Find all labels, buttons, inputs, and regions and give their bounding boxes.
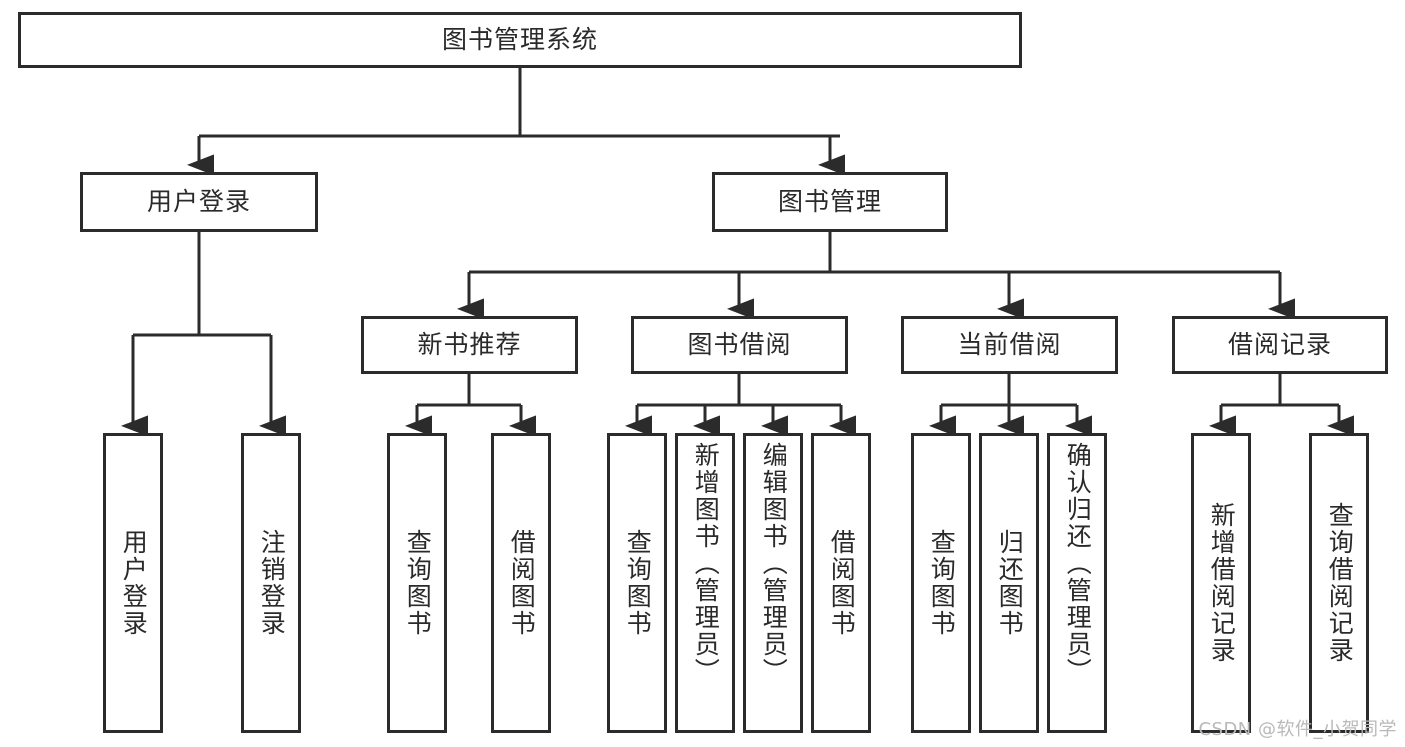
node-leaf-query-record[interactable]: 查询借阅记录: [1309, 433, 1369, 733]
node-user-login[interactable]: 用户登录: [80, 172, 318, 232]
node-leaf-query-book-3[interactable]: 查询图书: [911, 433, 971, 733]
node-root-system[interactable]: 图书管理系统: [18, 12, 1022, 68]
node-leaf-logout-login-label: 注销登录: [257, 529, 287, 637]
node-leaf-confirm-return[interactable]: 确认归还（管理员）: [1047, 433, 1107, 733]
node-leaf-user-login-label: 用户登录: [119, 529, 149, 637]
node-leaf-borrow-book-1[interactable]: 借阅图书: [491, 433, 551, 733]
watermark-text: CSDN @软件_小贺同学: [1198, 719, 1397, 740]
node-current-borrow[interactable]: 当前借阅: [901, 316, 1118, 374]
node-leaf-return-book[interactable]: 归还图书: [979, 433, 1039, 733]
node-book-borrow[interactable]: 图书借阅: [631, 316, 848, 374]
node-leaf-add-record-label: 新增借阅记录: [1207, 502, 1237, 664]
node-leaf-borrow-book-2-label: 借阅图书: [827, 529, 857, 637]
node-book-manage[interactable]: 图书管理: [712, 172, 948, 232]
node-borrow-record[interactable]: 借阅记录: [1172, 316, 1388, 374]
node-leaf-add-book[interactable]: 新增图书（管理员）: [675, 433, 735, 733]
node-leaf-edit-book-label: 编辑图书（管理员）: [759, 442, 789, 685]
node-leaf-logout-login[interactable]: 注销登录: [241, 433, 301, 733]
node-borrow-record-label: 借阅记录: [1227, 329, 1332, 359]
node-book-borrow-label: 图书借阅: [687, 329, 792, 359]
node-leaf-borrow-book-1-label: 借阅图书: [507, 529, 537, 637]
node-leaf-edit-book[interactable]: 编辑图书（管理员）: [743, 433, 803, 733]
node-leaf-confirm-return-label: 确认归还（管理员）: [1063, 442, 1093, 685]
node-user-login-label: 用户登录: [146, 186, 251, 216]
node-leaf-query-book-3-label: 查询图书: [927, 529, 957, 637]
node-leaf-add-record[interactable]: 新增借阅记录: [1191, 433, 1251, 733]
node-new-book-recommend[interactable]: 新书推荐: [361, 316, 578, 374]
node-book-manage-label: 图书管理: [777, 186, 882, 216]
node-root-system-label: 图书管理系统: [441, 24, 598, 54]
node-leaf-query-book-2[interactable]: 查询图书: [607, 433, 667, 733]
node-current-borrow-label: 当前借阅: [957, 329, 1062, 359]
node-leaf-add-book-label: 新增图书（管理员）: [691, 442, 721, 685]
node-leaf-user-login[interactable]: 用户登录: [103, 433, 163, 733]
node-leaf-return-book-label: 归还图书: [995, 529, 1025, 637]
node-leaf-query-book-2-label: 查询图书: [623, 529, 653, 637]
node-leaf-query-book-1[interactable]: 查询图书: [387, 433, 447, 733]
node-leaf-borrow-book-2[interactable]: 借阅图书: [811, 433, 871, 733]
node-leaf-query-book-1-label: 查询图书: [403, 529, 433, 637]
node-new-book-recommend-label: 新书推荐: [417, 329, 522, 359]
node-leaf-query-record-label: 查询借阅记录: [1325, 502, 1355, 664]
